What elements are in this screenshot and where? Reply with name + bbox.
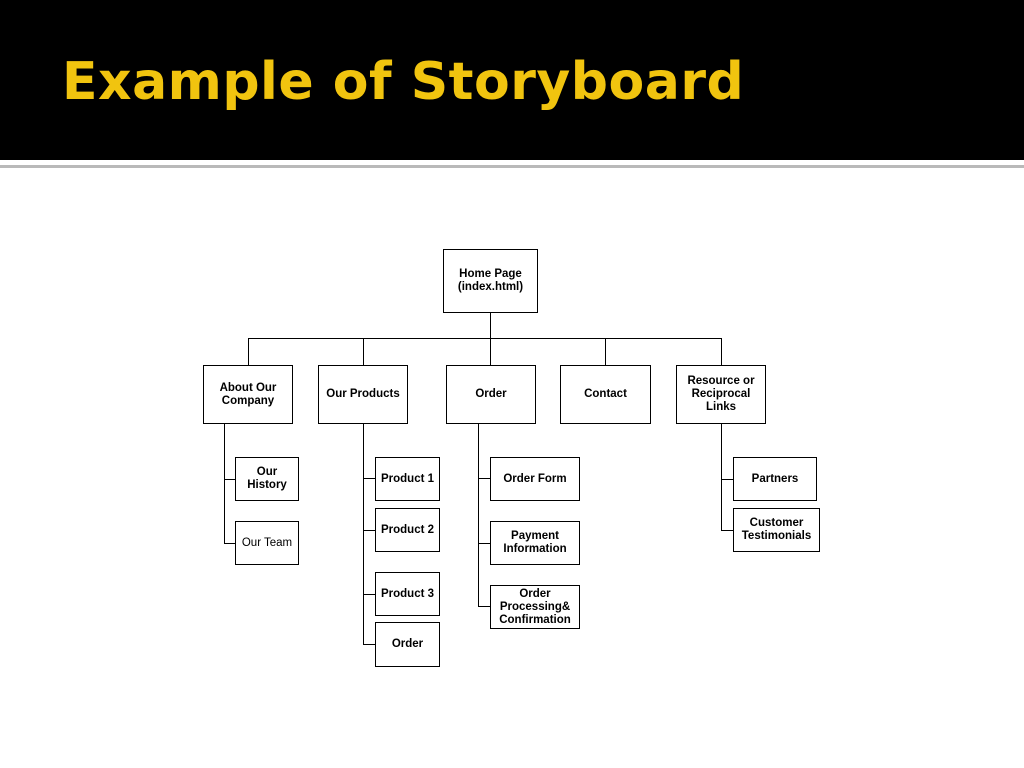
node-product-3: Product 3 [375, 572, 440, 616]
connector [248, 338, 249, 365]
node-resource-links: Resource or Reciprocal Links [676, 365, 766, 424]
slide-title: Example of Storyboard [62, 52, 745, 112]
node-order-processing: Order Processing& Confirmation [490, 585, 580, 629]
node-product-1: Product 1 [375, 457, 440, 501]
node-product-2: Product 2 [375, 508, 440, 552]
connector [478, 423, 479, 607]
connector [721, 338, 722, 365]
connector [224, 543, 236, 544]
node-our-products: Our Products [318, 365, 408, 424]
connector [224, 479, 236, 480]
node-contact: Contact [560, 365, 651, 424]
node-products-order: Order [375, 622, 440, 667]
divider-white [0, 160, 1024, 164]
connector [363, 644, 376, 645]
divider-gray [0, 165, 1024, 168]
node-our-history: Our History [235, 457, 299, 501]
connector [363, 530, 376, 531]
node-payment-information: Payment Information [490, 521, 580, 565]
node-home-page: Home Page (index.html) [443, 249, 538, 313]
node-order-form: Order Form [490, 457, 580, 501]
node-about-our-company: About Our Company [203, 365, 293, 424]
connector [721, 530, 734, 531]
connector [363, 338, 364, 365]
connector [721, 479, 734, 480]
connector [490, 312, 491, 338]
connector [363, 478, 376, 479]
connector [363, 423, 364, 644]
connector [478, 543, 491, 544]
connector [478, 606, 491, 607]
node-order: Order [446, 365, 536, 424]
connector [248, 338, 721, 339]
connector [490, 338, 491, 365]
title-bar: Example of Storyboard [0, 0, 1024, 160]
node-partners: Partners [733, 457, 817, 501]
node-our-team: Our Team [235, 521, 299, 565]
connector [478, 478, 491, 479]
connector [224, 423, 225, 543]
connector [721, 423, 722, 530]
connector [605, 338, 606, 365]
node-customer-testimonials: Customer Testimonials [733, 508, 820, 552]
connector [363, 594, 376, 595]
